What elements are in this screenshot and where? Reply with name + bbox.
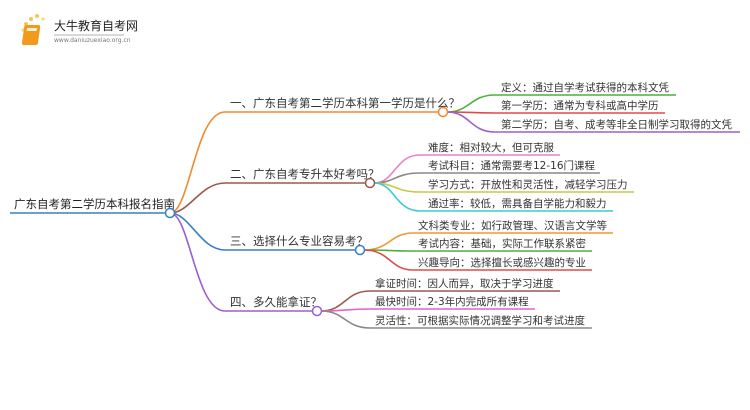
logo-url: www.daniuzuexiao.org.cn bbox=[54, 37, 131, 44]
leaf-node[interactable]: 难度：相对较大，但可克服 bbox=[428, 141, 554, 154]
branch-label: 四、多久能拿证？ bbox=[230, 295, 322, 309]
leaf-node[interactable]: 第二学历：自考、成考等非全日制学习取得的文凭 bbox=[501, 118, 732, 131]
connector bbox=[169, 212, 226, 312]
logo: 大牛教育自考网 www.daniuzuexiao.org.cn bbox=[21, 14, 138, 45]
leaf-node[interactable]: 文科类专业：如行政管理、汉语言文学等 bbox=[418, 219, 607, 232]
book-logo-icon bbox=[21, 14, 45, 45]
leaf-node[interactable]: 拿证时间：因人而异，取决于学习进度 bbox=[375, 277, 554, 290]
leaf-node[interactable]: 考试内容：基础，实际工作联系紧密 bbox=[418, 237, 586, 250]
branch-4[interactable]: 四、多久能拿证？ bbox=[225, 290, 592, 329]
branch-collapse-toggle[interactable] bbox=[364, 177, 376, 189]
leaf-node[interactable]: 通过率：较低，需具备自学能力和毅力 bbox=[428, 197, 607, 210]
branch-2[interactable]: 二、广东自考专升本好考吗？ bbox=[225, 154, 634, 212]
root-node[interactable]: 广东自考第二学历本科报名指南 bbox=[10, 197, 175, 214]
leaf-node[interactable]: 定义：通过自学考试获得的本科文凭 bbox=[501, 81, 669, 94]
leaf-node[interactable]: 兴趣导向：选择擅长或感兴趣的专业 bbox=[418, 256, 586, 269]
connector bbox=[169, 212, 226, 251]
logo-title: 大牛教育自考网 bbox=[54, 18, 138, 33]
leaf-node[interactable]: 第一学历：通常为专科或高中学历 bbox=[501, 99, 659, 112]
connector bbox=[169, 111, 226, 214]
leaf-node[interactable]: 学习方式：开放性和灵活性，减轻学习压力 bbox=[428, 178, 628, 191]
branch-label: 三、选择什么专业容易考？ bbox=[230, 234, 368, 248]
connector bbox=[169, 182, 226, 214]
root-label: 广东自考第二学历本科报名指南 bbox=[14, 197, 175, 211]
root-collapse-toggle[interactable] bbox=[164, 207, 176, 219]
branch-label: 一、广东自考第二学历本科第一学历是什么？ bbox=[230, 96, 460, 110]
branch-3[interactable]: 三、选择什么专业容易考？ bbox=[225, 232, 613, 271]
branch-1[interactable]: 一、广东自考第二学历本科第一学历是什么？ bbox=[225, 94, 740, 133]
branch-collapse-toggle[interactable] bbox=[437, 106, 449, 118]
leaf-node[interactable]: 最快时间：2-3年内完成所有课程 bbox=[375, 295, 529, 308]
leaf-node[interactable]: 考试科目：通常需要考12-16门课程 bbox=[428, 159, 596, 172]
branch-collapse-toggle[interactable] bbox=[311, 305, 323, 317]
leaf-node[interactable]: 灵活性：可根据实际情况调整学习和考试进度 bbox=[375, 314, 585, 327]
branch-collapse-toggle[interactable] bbox=[354, 244, 366, 256]
branch-label: 二、广东自考专升本好考吗？ bbox=[230, 167, 380, 181]
